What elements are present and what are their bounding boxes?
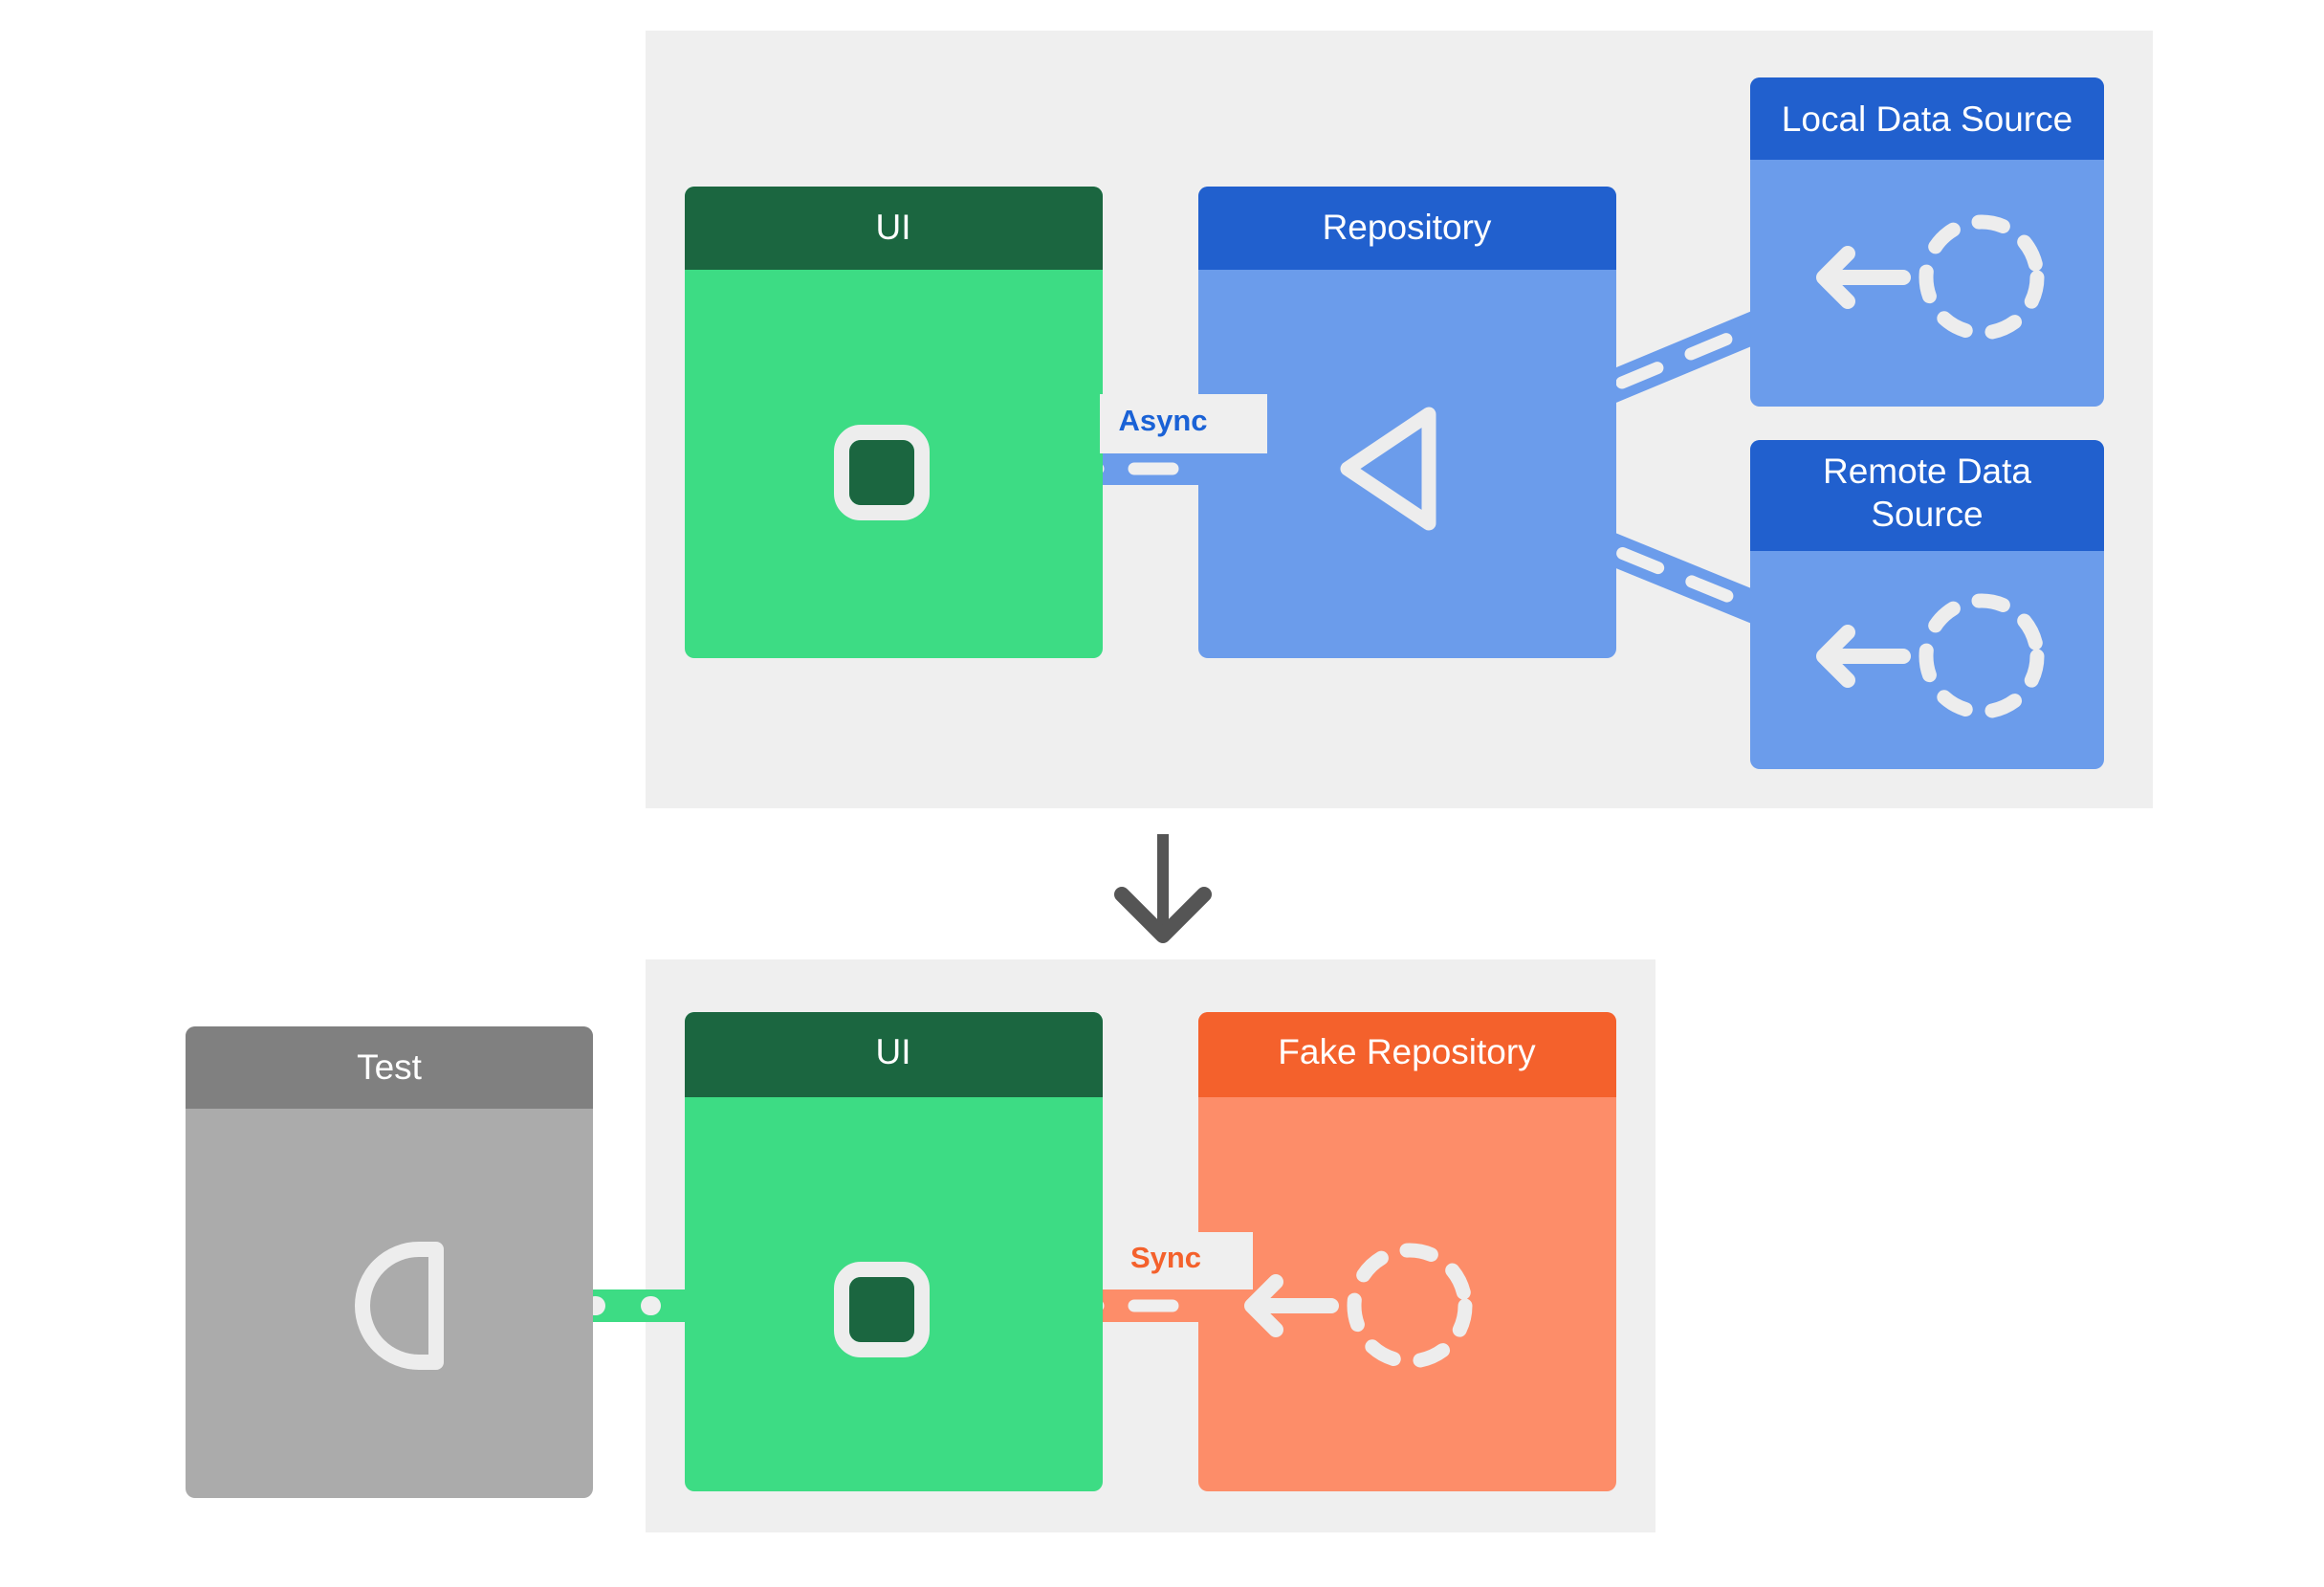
plug-square-icon	[834, 1262, 930, 1357]
socket-d-icon	[355, 1242, 444, 1370]
triangle-left-icon	[1340, 407, 1436, 531]
box-local-data-source[interactable]: Local Data Source	[1750, 77, 2104, 407]
box-repository[interactable]: Repository	[1198, 187, 1616, 658]
box-remote-data-source-title-line1: Remote Data	[1823, 452, 2031, 491]
box-test[interactable]: Test	[186, 1026, 593, 1498]
plug-square-icon	[834, 425, 930, 520]
box-fake-repository[interactable]: Fake Repository	[1198, 1012, 1616, 1491]
arrow-left-icon	[1816, 246, 1911, 309]
down-arrow-icon	[1114, 834, 1212, 943]
box-local-data-source-title: Local Data Source	[1782, 99, 2072, 139]
box-ui-title: UI	[876, 208, 911, 247]
dashed-circle-icon	[1347, 1243, 1473, 1369]
box-fake-repository-title: Fake Repository	[1278, 1032, 1536, 1071]
connector-label-async: Async	[1118, 404, 1207, 437]
dashed-circle-icon	[1918, 593, 2045, 719]
box-remote-data-source[interactable]: Remote Data Source	[1750, 440, 2104, 769]
box-ui-test-title: UI	[876, 1032, 911, 1071]
box-ui-test[interactable]: UI	[685, 1012, 1103, 1491]
arrow-left-icon	[1244, 1274, 1339, 1337]
dashed-circle-icon	[1918, 214, 2045, 341]
box-test-title: Test	[357, 1047, 423, 1087]
connector-label-sync: Sync	[1130, 1241, 1201, 1274]
async-label-backdrop	[1100, 394, 1267, 453]
arrow-left-icon	[1816, 625, 1911, 688]
box-remote-data-source-title-line2: Source	[1871, 495, 1983, 534]
box-ui[interactable]: UI	[685, 187, 1103, 658]
sync-label-backdrop	[1109, 1232, 1253, 1289]
box-repository-title: Repository	[1323, 208, 1492, 247]
